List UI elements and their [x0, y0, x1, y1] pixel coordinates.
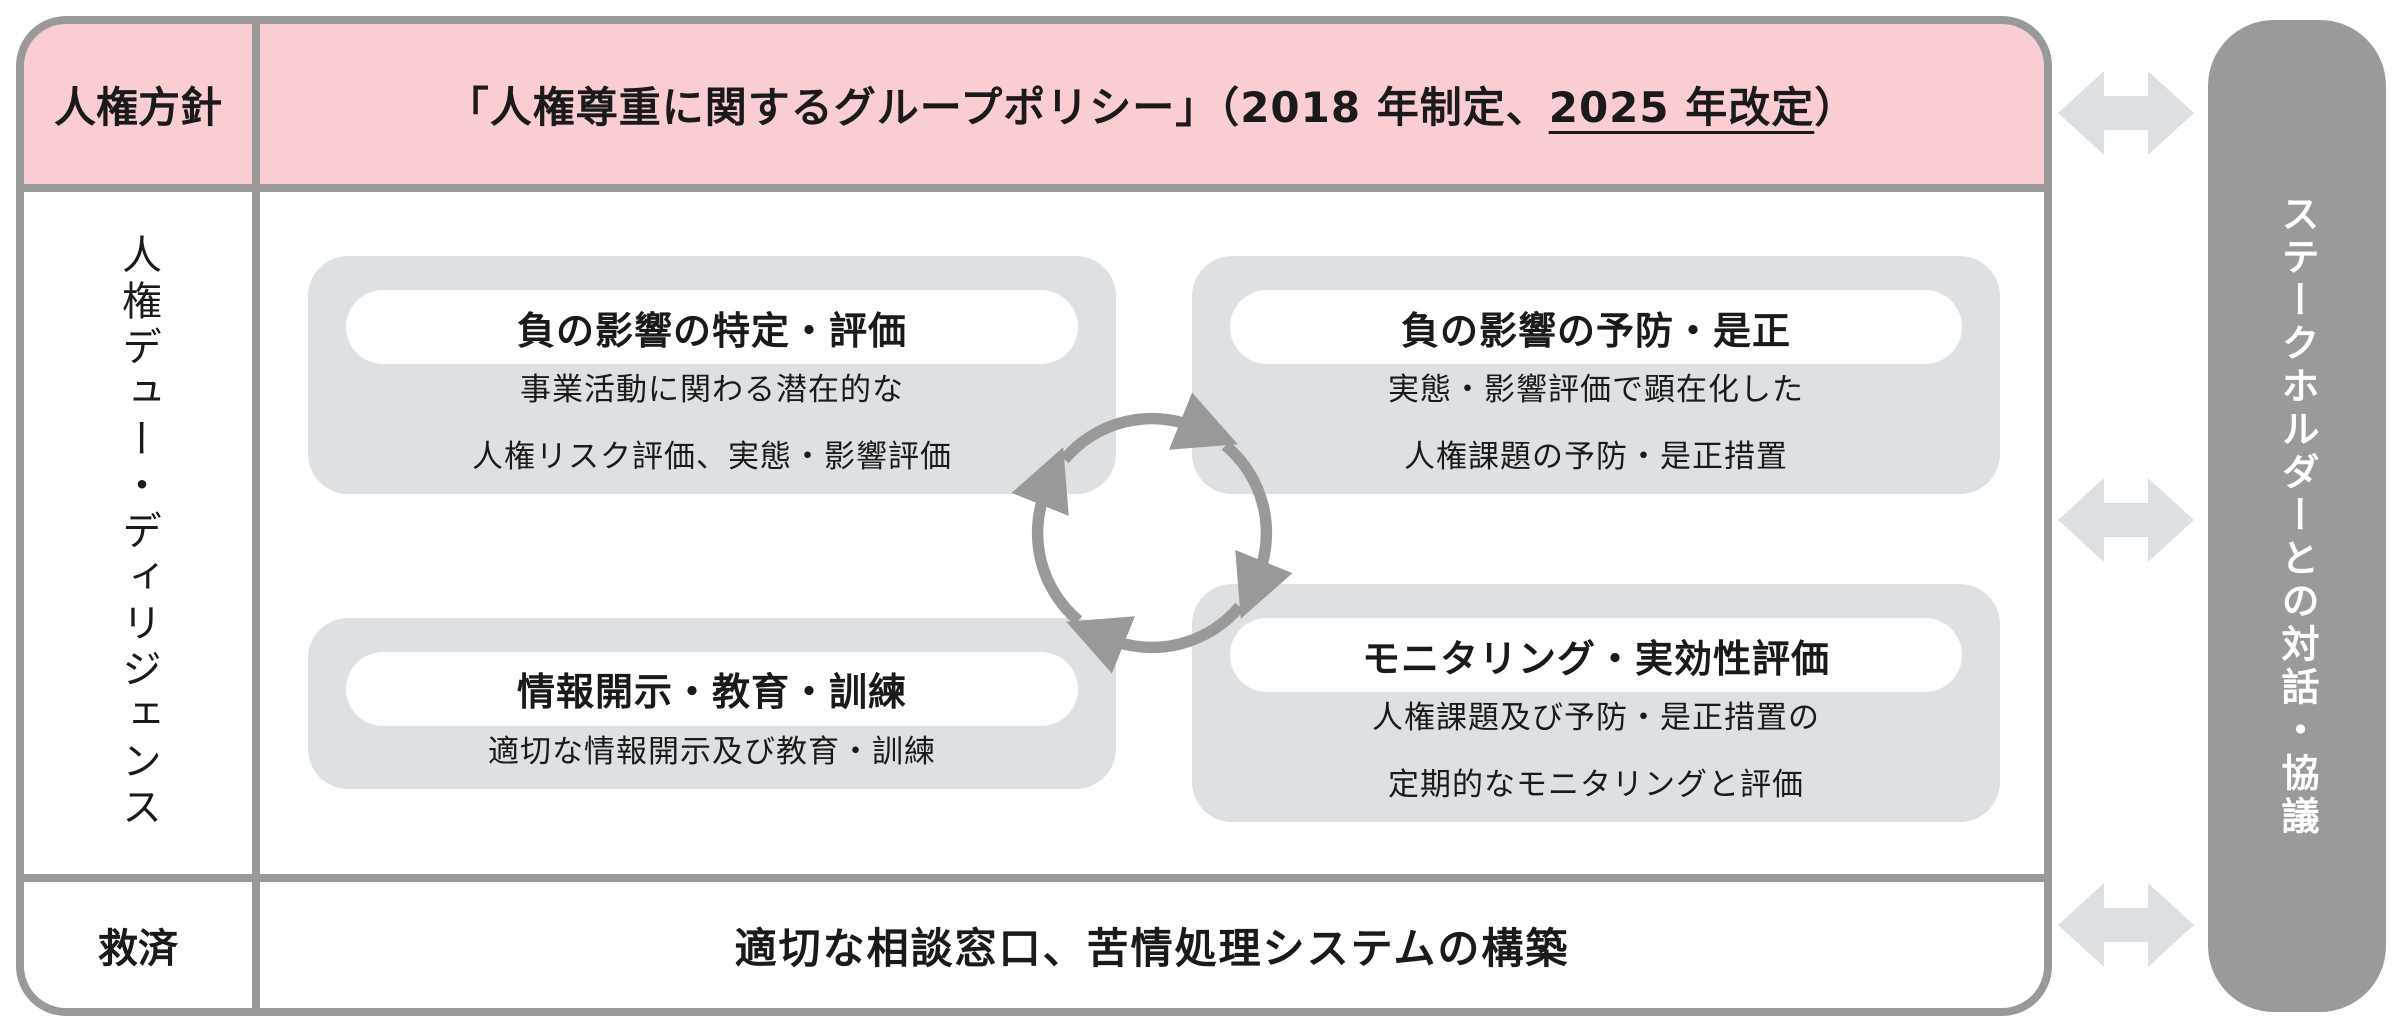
process-desc-disclosure: 適切な情報開示及び教育・訓練: [346, 726, 1078, 771]
process-box-identify: 負の影響の特定・評価 事業活動に関わる潜在的な 人権リスク評価、実態・影響評価: [308, 256, 1116, 494]
process-desc-line: 定期的なモニタリングと評価: [1388, 767, 1804, 803]
process-box-disclosure: 情報開示・教育・訓練 適切な情報開示及び教育・訓練: [308, 617, 1116, 789]
double-arrow-icon-top: [2058, 71, 2194, 155]
policy-title-suffix: ）: [1814, 82, 1858, 132]
process-box-prevent: 負の影響の予防・是正 実態・影響評価で顕在化した 人権課題の予防・是正措置: [1192, 256, 2000, 494]
dd-label: 人権デュー・ディリジェンス: [115, 234, 161, 832]
process-desc-prevent: 実態・影響評価で顕在化した 人権課題の予防・是正措置: [1230, 364, 1962, 476]
remedy-row-label: 救済: [24, 882, 252, 1008]
double-arrow-icon-bottom: [2058, 883, 2194, 967]
stakeholder-bar-label: ステークホルダーとの対話・協議: [2275, 193, 2319, 839]
dd-content-cell: 負の影響の特定・評価 事業活動に関わる潜在的な 人権リスク評価、実態・影響評価 …: [260, 192, 2044, 874]
process-desc-line: 実態・影響評価で顕在化した: [1388, 372, 1804, 408]
process-title-monitoring: モニタリング・実効性評価: [1230, 618, 1962, 692]
process-box-monitoring: モニタリング・実効性評価 人権課題及び予防・是正措置の 定期的なモニタリングと評…: [1192, 584, 2000, 822]
process-desc-identify: 事業活動に関わる潜在的な 人権リスク評価、実態・影響評価: [346, 364, 1078, 476]
policy-row-label: 人権方針: [24, 24, 252, 184]
double-arrow-icon-middle: [2058, 478, 2194, 562]
stakeholder-bar: ステークホルダーとの対話・協議: [2208, 20, 2386, 1012]
process-desc-line: 人権課題及び予防・是正措置の: [1372, 700, 1820, 736]
main-framework-table: 人権方針 「人権尊重に関するグループポリシー」（2018 年制定、2025 年改…: [16, 16, 2052, 1016]
remedy-text: 適切な相談窓口、苦情処理システムの構築: [260, 882, 2044, 1008]
policy-title-main: 「人権尊重に関するグループポリシー」（2018 年制定、: [446, 82, 1549, 132]
policy-title-underlined: 2025 年改定: [1548, 82, 1815, 132]
process-desc-line: 人権リスク評価、実態・影響評価: [472, 439, 952, 475]
process-desc-monitoring: 人権課題及び予防・是正措置の 定期的なモニタリングと評価: [1230, 692, 1962, 804]
process-desc-line: 事業活動に関わる潜在的な: [520, 372, 904, 408]
process-title-prevent: 負の影響の予防・是正: [1230, 290, 1962, 364]
policy-title: 「人権尊重に関するグループポリシー」（2018 年制定、2025 年改定）: [260, 24, 2044, 184]
process-title-disclosure: 情報開示・教育・訓練: [346, 651, 1078, 726]
process-title-identify: 負の影響の特定・評価: [346, 290, 1078, 364]
process-desc-line: 人権課題の予防・是正措置: [1404, 439, 1788, 475]
process-desc-line: 適切な情報開示及び教育・訓練: [488, 733, 936, 770]
dd-label-cell: 人権デュー・ディリジェンス: [24, 192, 252, 874]
